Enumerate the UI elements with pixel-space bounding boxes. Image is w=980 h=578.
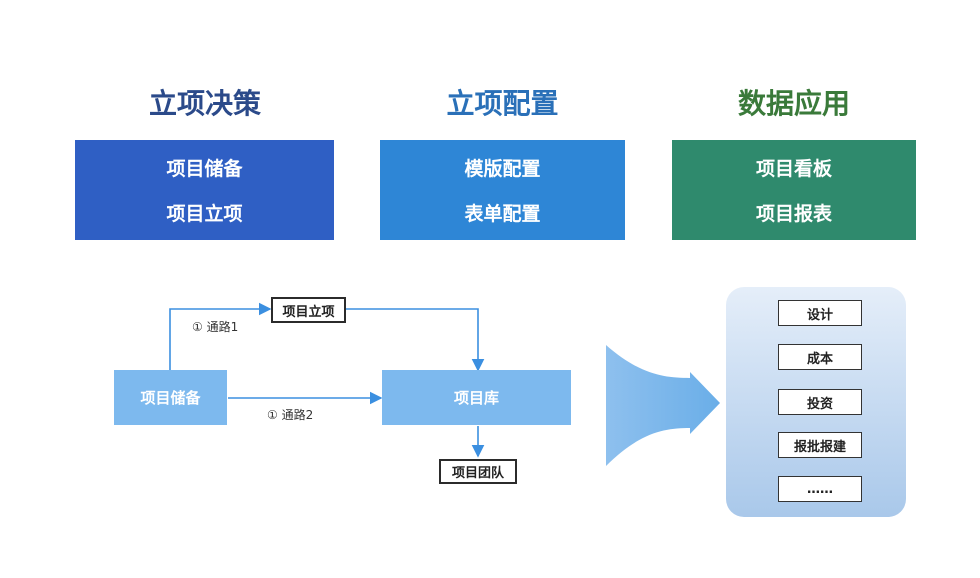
panel-data-app-line-1: 项目看板 [755,158,832,180]
application-item: 报批报建 [778,432,862,458]
approval-to-library-line [346,308,485,372]
panel-decision-line-1: 项目储备 [166,158,243,180]
panel-config: 模版配置 表单配置 [380,140,625,240]
panel-data-app: 项目看板 项目报表 [672,140,916,240]
team-box: 项目团队 [439,459,517,484]
path1-line [169,302,272,370]
approval-box: 项目立项 [271,297,346,323]
heading-decision: 立项决策 [148,87,261,120]
application-item: 投资 [778,389,862,415]
panel-config-line-2: 表单配置 [464,203,541,225]
path2-label: ① 通路2 [267,408,314,422]
panel-config-line-1: 模版配置 [464,158,541,180]
source-box: 项目储备 [114,370,227,425]
application-item: …… [778,476,862,502]
panel-decision: 项目储备 项目立项 [75,140,334,240]
heading-data-app: 数据应用 [737,87,850,120]
funnel-arrow [606,345,720,466]
library-box: 项目库 [382,370,571,425]
panel-decision-line-2: 项目立项 [166,203,243,225]
panel-data-app-line-2: 项目报表 [755,203,832,225]
application-item: 设计 [778,300,862,326]
path1-label: ① 通路1 [192,320,239,334]
application-item: 成本 [778,344,862,370]
heading-config: 立项配置 [446,87,559,120]
